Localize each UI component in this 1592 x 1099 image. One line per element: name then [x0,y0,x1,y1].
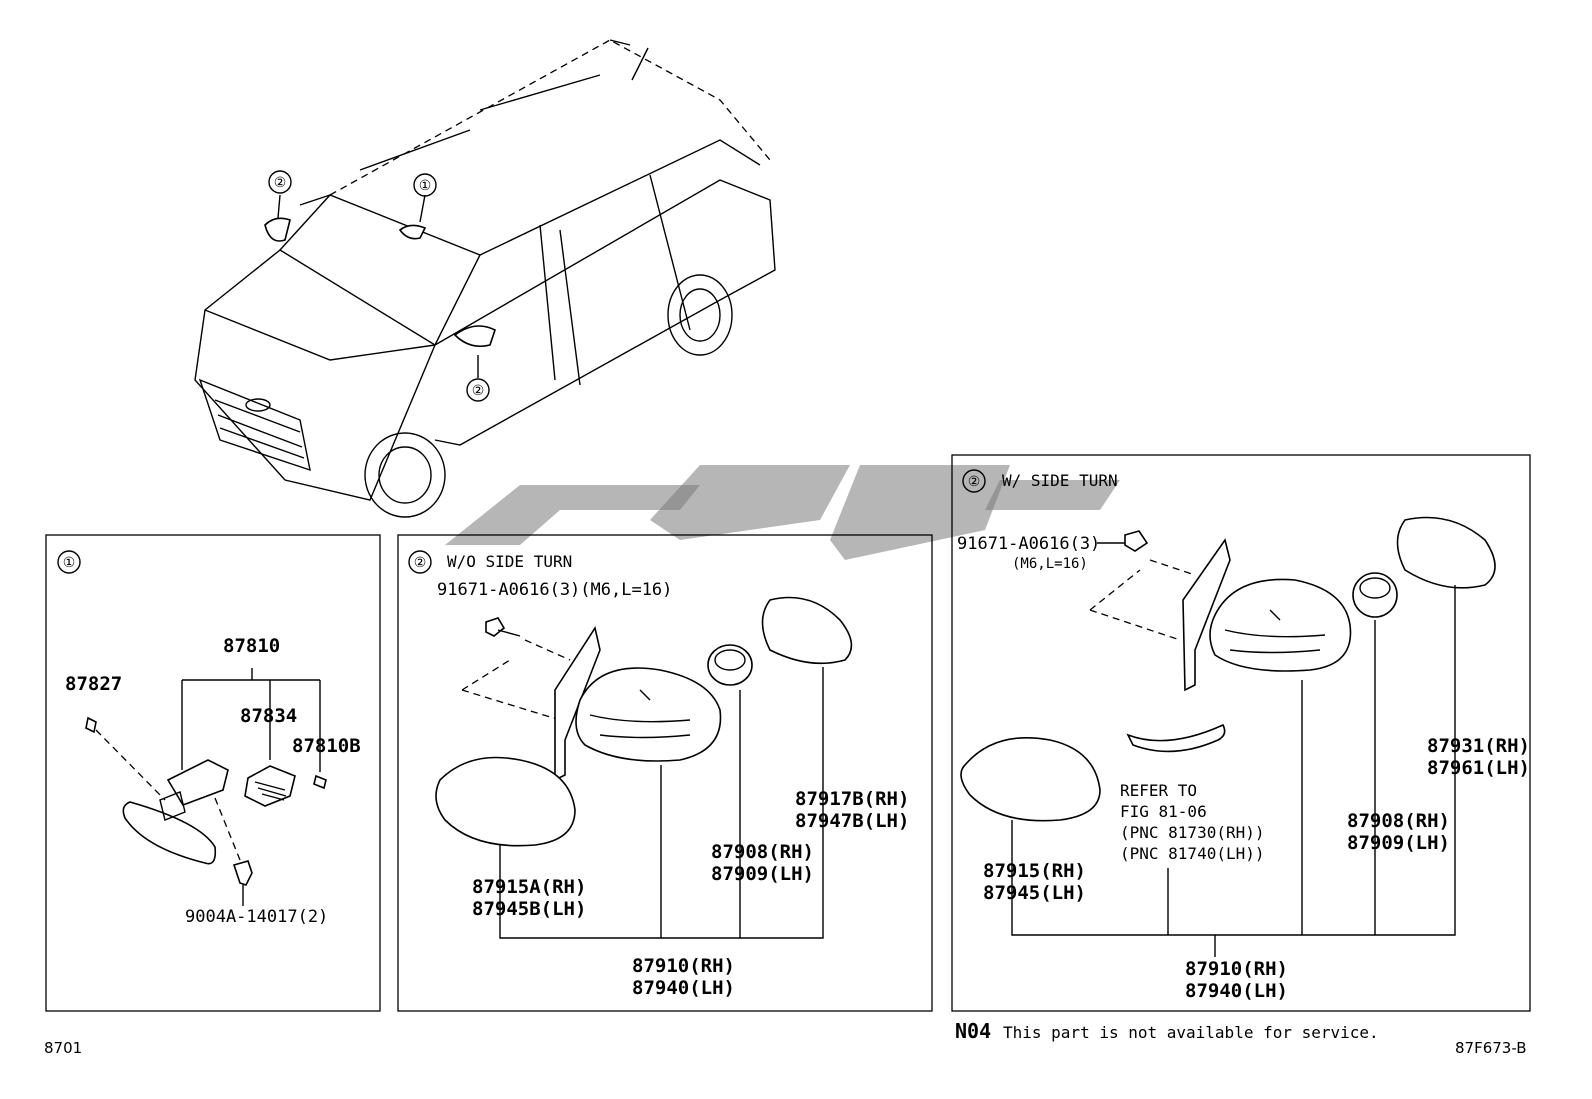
mirror-glass-icon [1396,516,1496,589]
part-87910-a: 87910(RH) [632,955,735,977]
part-87940-b: 87940(LH) [1185,980,1288,1002]
panel-2-mirror-without-side-turn: ② W/O SIDE TURN 91671-A0616(3)(M6,L=16) … [397,534,933,1012]
part-87945: 87945(LH) [983,882,1086,904]
panel-3-marker: ② [968,474,981,490]
bulb-87810B-icon [313,774,327,790]
part-87915: 87915(RH) [983,860,1086,882]
panel-3-bolt-spec: (M6,L=16) [1012,556,1088,572]
watermark-logo [445,465,1120,560]
mirror-body-icon [575,667,722,762]
part-87940-a: 87940(LH) [632,977,735,999]
figure-code: 87F673-B [1455,1039,1527,1057]
part-87834: 87834 [240,705,297,727]
page-code: 8701 [44,1039,82,1057]
panel-3-bolt: 91671-A0616(3) [957,534,1100,554]
mirror-bracket-icon [1182,538,1231,692]
panel-1-inner-mirror: ① 87810 87827 87834 87810B 9004A-14017(2… [45,534,381,1012]
callout-1-inner-mirror: ① [419,178,432,194]
callout-2-left-mirror: ② [274,175,287,191]
bolt-icon [485,617,506,637]
n04-note: This part is not available for service. [1003,1023,1379,1042]
part-87909-a: 87909(LH) [711,863,814,885]
part-87810B: 87810B [292,735,361,757]
mirror-base-icon [166,759,229,806]
part-87827: 87827 [65,673,122,695]
panel-2-title: W/O SIDE TURN [447,552,572,571]
part-87945B: 87945B(LH) [472,898,586,920]
panel-2-marker: ② [414,555,427,571]
callout-2-right-mirror: ② [472,383,485,399]
footer: N04 This part is not available for servi… [44,1019,1527,1057]
bulb-87827-icon [85,716,97,734]
refer-line-2: FIG 81-06 [1120,802,1207,821]
motor-icon [1352,572,1398,618]
part-87908-b: 87908(RH) [1347,810,1450,832]
panel-3-title: W/ SIDE TURN [1002,471,1118,490]
part-87910-b: 87910(RH) [1185,958,1288,980]
bolt-icon [1124,530,1149,552]
mirror-cover-icon [435,756,576,847]
refer-line-4: (PNC 81740(LH)) [1120,844,1265,863]
refer-line-3: (PNC 81730(RH)) [1120,823,1265,842]
part-87947B: 87947B(LH) [795,810,909,832]
vehicle-illustration [194,39,776,518]
motor-icon [707,644,753,686]
mirror-cover-icon [960,737,1101,822]
mirror-glass-icon [761,596,853,665]
part-87810: 87810 [223,635,280,657]
panel-3-mirror-with-side-turn: ② W/ SIDE TURN 91671-A0616(3) (M6,L=16) … [951,454,1531,1012]
part-87931: 87931(RH) [1427,735,1530,757]
screw-icon [232,860,253,886]
vehicle-callouts: ② ① ② [268,170,490,402]
part-87915A: 87915A(RH) [472,876,586,898]
mirror-glass-icon [122,801,217,865]
refer-line-1: REFER TO [1120,781,1197,800]
panel-2-bolt: 91671-A0616(3)(M6,L=16) [437,580,672,600]
side-turn-lamp-icon [1126,723,1226,753]
part-87909-b: 87909(LH) [1347,832,1450,854]
part-9004A-14017: 9004A-14017(2) [185,907,328,927]
part-87917B: 87917B(RH) [795,788,909,810]
panel-1-marker: ① [63,555,76,571]
part-87961: 87961(LH) [1427,757,1530,779]
mirror-body-icon [1209,578,1352,672]
n04-code: N04 [955,1019,991,1043]
part-87908-a: 87908(RH) [711,841,814,863]
